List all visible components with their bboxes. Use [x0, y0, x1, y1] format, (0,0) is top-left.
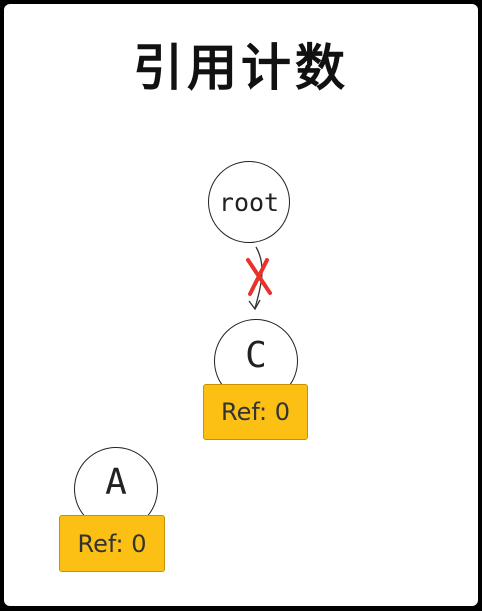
a-ref-count-box: Ref: 0 — [59, 515, 165, 572]
c-node-label: C — [245, 334, 267, 376]
edge-line — [254, 246, 263, 309]
diagram-canvas: 引用计数 root C Ref: 0 A Ref: 0 — [4, 4, 478, 606]
c-ref-count-box: Ref: 0 — [203, 384, 308, 440]
a-ref-count-label: Ref: 0 — [77, 529, 147, 558]
c-ref-count-label: Ref: 0 — [221, 398, 290, 426]
edge-arrowhead — [248, 299, 261, 311]
root-node: root — [208, 161, 290, 243]
root-to-c-edge — [246, 246, 272, 311]
removed-reference-mark — [246, 258, 272, 296]
root-node-label: root — [218, 187, 280, 217]
diagram-title: 引用计数 — [133, 38, 349, 97]
a-node-label: A — [105, 461, 127, 503]
